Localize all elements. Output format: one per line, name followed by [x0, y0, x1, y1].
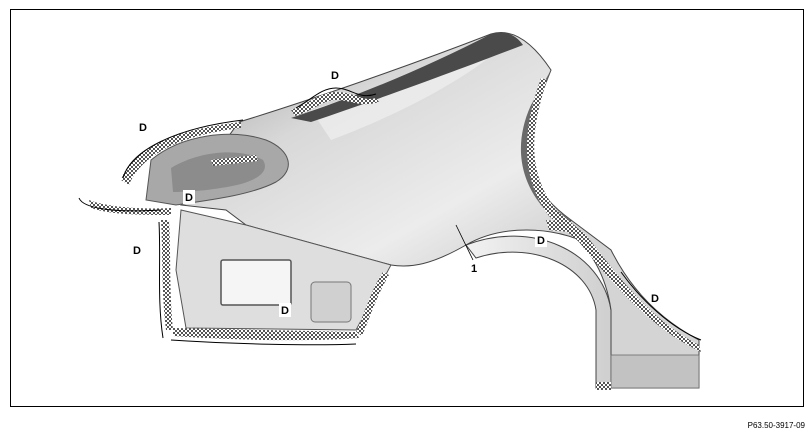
part-leader-line	[455, 224, 474, 261]
callout-d-lamp: D	[183, 190, 195, 204]
rocker-sill	[610, 354, 700, 389]
callout-label: D	[281, 305, 289, 317]
lower-panel-opening	[220, 259, 292, 306]
sealant-rocker-bottom	[596, 382, 611, 390]
reference-code: P63.50-3917-09	[747, 421, 805, 430]
sealant-areas	[89, 78, 701, 390]
part-number-label: 1	[471, 263, 477, 275]
sealant-upper-left	[121, 122, 241, 185]
wheel-arch	[465, 235, 612, 389]
sealant-lower-right	[356, 272, 389, 336]
quarter-panel-illustration: D D D D D D D 1	[78, 32, 702, 390]
callout-d-lower: D	[279, 303, 291, 317]
sealant-arch-rear	[546, 220, 569, 232]
sealant-roof	[291, 92, 379, 116]
drawing-frame: D D D D D D D 1	[10, 9, 804, 407]
callout-brackets	[78, 87, 702, 346]
callout-label: D	[185, 192, 193, 204]
callout-label: D	[331, 70, 339, 82]
callout-d-rocker: D	[651, 293, 659, 305]
callout-d-upper-left: D	[139, 122, 147, 134]
callout-d-left-side: D	[133, 245, 141, 257]
sealant-lower	[173, 328, 359, 341]
callout-label: D	[133, 245, 141, 257]
callout-label: D	[651, 293, 659, 305]
sealant-lamp	[211, 155, 258, 166]
callout-d-wheelarch: D	[535, 233, 547, 247]
callout-label: D	[139, 122, 147, 134]
sealant-left-vertical	[161, 220, 173, 330]
sealant-door-edge	[526, 78, 701, 352]
lower-panel-plate	[310, 281, 352, 323]
callout-d-roof: D	[331, 70, 339, 82]
callout-label: D	[537, 235, 545, 247]
sealant-left-edge	[89, 200, 171, 215]
